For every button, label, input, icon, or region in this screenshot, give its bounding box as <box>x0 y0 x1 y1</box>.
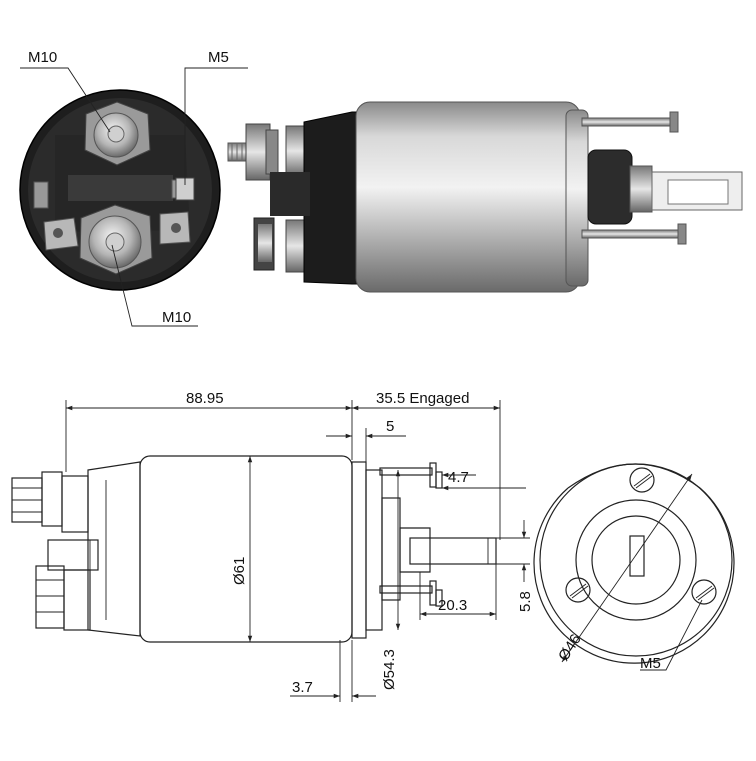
dim-flange-offset: 5 <box>326 418 406 462</box>
photo-labels: M10 M5 M10 <box>20 49 248 327</box>
dim-flange-thickness-value: 3.7 <box>292 679 313 696</box>
drawing-side-view: Ø61 <box>11 455 497 643</box>
small-terminal-left <box>43 217 79 251</box>
dim-overall-length: 88.95 <box>186 390 224 407</box>
mount-hole-right <box>691 579 717 605</box>
label-m10-bottom: M10 <box>162 309 191 326</box>
label-m10-top: M10 <box>28 49 57 66</box>
dim-engaged: 35.5 Engaged <box>352 390 501 540</box>
dim-flange-offset-value: 5 <box>386 418 394 435</box>
photo-end-view <box>19 89 221 291</box>
dim-flange-diameter: Ø54.3 <box>381 470 401 690</box>
small-terminal-right <box>159 211 191 245</box>
dim-body-diameter: Ø61 <box>231 557 248 585</box>
dim-stud-spacing: 4.7 <box>448 469 469 486</box>
terminal-nut-bottom <box>79 204 153 275</box>
photo-side-view <box>227 101 743 293</box>
drawing-end-view: Ø46 M5 <box>533 463 735 672</box>
dim-slot-width: 5.8 <box>517 591 534 612</box>
dim-stud: 4.7 <box>442 469 526 491</box>
dim-overall: 88.95 <box>65 390 353 472</box>
label-m5-top: M5 <box>208 49 229 66</box>
terminal-nut-top <box>84 101 151 166</box>
dim-slot: 5.8 <box>496 520 534 612</box>
mount-hole-left <box>565 577 591 603</box>
dim-engaged-length: 35.5 Engaged <box>376 390 469 407</box>
dim-mount-thread: M5 <box>640 655 661 672</box>
mount-hole-top <box>629 467 655 493</box>
dim-plunger: 20.3 <box>419 564 497 620</box>
dim-flange-thickness: 3.7 <box>290 640 376 702</box>
dim-plunger-length: 20.3 <box>438 597 467 614</box>
dim-flange-diameter-value: Ø54.3 <box>381 649 398 690</box>
